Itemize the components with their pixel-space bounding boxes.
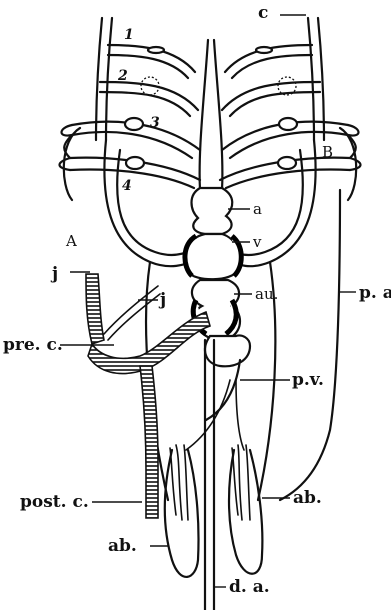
label-a: a — [253, 200, 262, 218]
jugular-inner-vein-b — [108, 294, 160, 340]
label-ab-right: ab. — [293, 488, 322, 508]
right-loop-outer — [340, 128, 356, 200]
arch-4-gill-left — [126, 157, 144, 169]
ab-left-fringe — [170, 445, 188, 520]
arch-1-right-b — [232, 55, 312, 78]
arch-3-gill-right — [279, 118, 297, 130]
label-A: A — [65, 232, 77, 250]
label-da: d. a. — [229, 577, 270, 597]
label-j-inner: j — [158, 290, 166, 310]
label-arch-3: 3 — [150, 115, 160, 131]
arch-4-left-b — [70, 170, 194, 188]
label-pa: p. a., — [359, 283, 391, 303]
arch-3-gill-left — [125, 118, 143, 130]
arch-1-gill-left — [148, 47, 164, 53]
arch-2-right-b — [230, 92, 320, 116]
precaval-vein — [88, 312, 210, 374]
jugular-outer-vein — [86, 274, 104, 344]
central-vessel-left — [200, 40, 208, 190]
bulbus-arteriosus — [192, 188, 233, 234]
arch-1-gill-right — [256, 47, 272, 53]
label-prec: pre. c. — [3, 335, 63, 355]
label-arch-2: 2 — [117, 68, 128, 84]
label-postc: post. c. — [20, 492, 89, 512]
arch-4-right-b — [226, 170, 350, 188]
pv-branch-1 — [186, 380, 230, 450]
pv-branch-2 — [236, 380, 244, 450]
label-B: B — [322, 143, 333, 161]
pv-vessel — [206, 360, 240, 420]
central-vessel-right — [214, 40, 222, 190]
left-loop-outer — [64, 128, 80, 200]
arch-2-left-b — [100, 92, 190, 116]
label-arch-4: 4 — [122, 178, 132, 194]
label-c: c — [258, 3, 268, 23]
sinus-venosus — [205, 335, 250, 366]
label-pv: p.v. — [292, 370, 324, 390]
jugular-inner-vein — [104, 286, 158, 334]
label-v: v — [252, 233, 262, 251]
ab-right-fringe — [232, 445, 250, 520]
arch-4-gill-right — [278, 157, 296, 169]
label-au: au. — [255, 285, 278, 303]
label-j-outer: j — [50, 264, 58, 284]
label-arch-1: 1 — [124, 27, 134, 43]
postcaval-vein — [140, 366, 158, 518]
label-ab-left: ab. — [108, 536, 137, 556]
